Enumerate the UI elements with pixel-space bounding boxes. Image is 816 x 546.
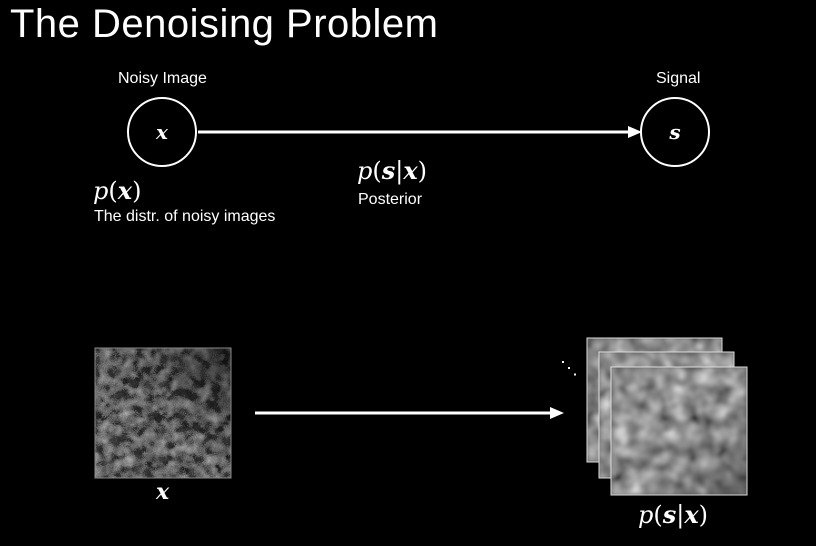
noisy-image-caption: Noisy Image <box>118 70 207 87</box>
noisy-input-label: x <box>156 479 170 505</box>
prior-formula: p(x) <box>93 176 142 205</box>
posterior-samples-formula: p(s|x) <box>638 500 709 529</box>
sampling-arrowhead <box>550 407 564 419</box>
posterior-arrowhead <box>628 126 642 138</box>
posterior-description: Posterior <box>358 191 423 208</box>
page-title: The Denoising Problem <box>10 2 439 46</box>
stack-ellipsis: ⋱ <box>560 358 578 379</box>
posterior-formula: p(s|x) <box>357 156 428 185</box>
noisy-image-node-symbol: x <box>156 120 168 144</box>
prior-description: The distr. of noisy images <box>94 208 276 225</box>
noisy-input-image <box>94 347 232 479</box>
noisy-image-node: x <box>127 97 197 167</box>
signal-caption: Signal <box>656 70 701 87</box>
signal-node-symbol: s <box>669 120 681 144</box>
posterior-sample-front <box>610 366 748 496</box>
